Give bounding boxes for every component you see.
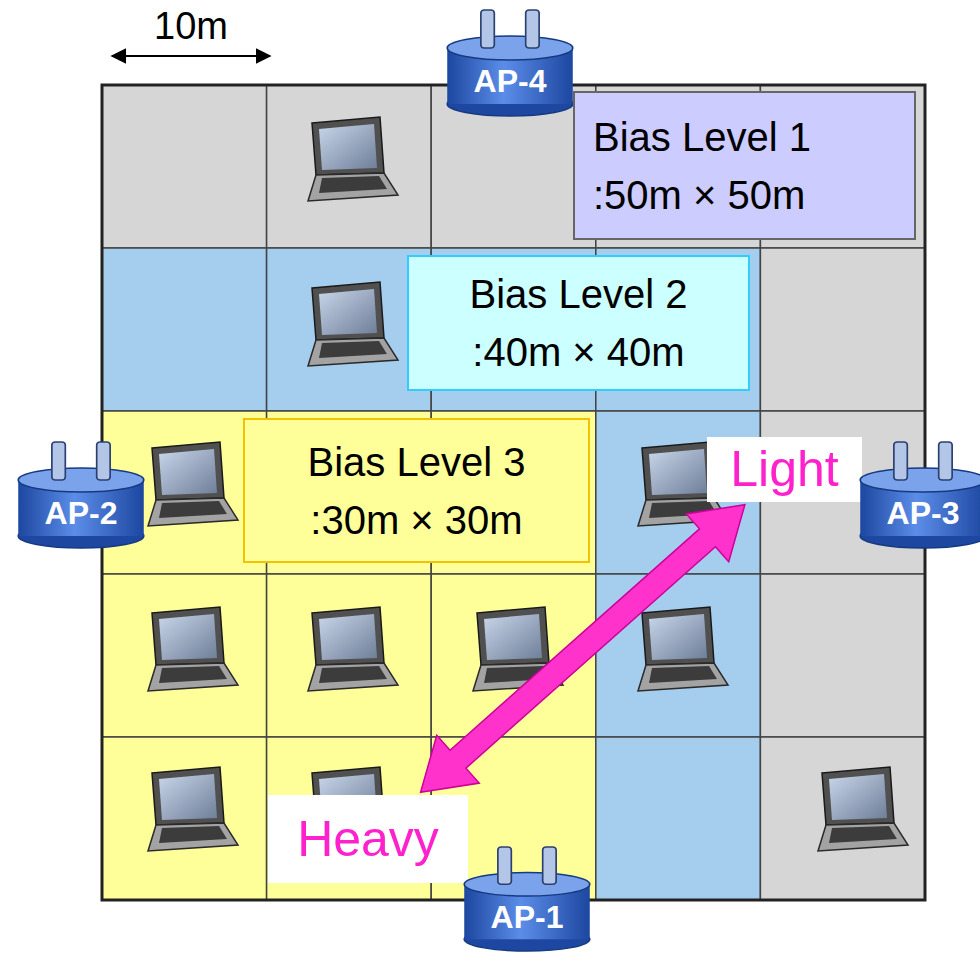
laptop-icon: [148, 442, 238, 526]
grid-cell: [267, 574, 432, 737]
bias-level-text: :50m × 50m: [593, 173, 805, 217]
laptop-keyboard: [319, 176, 387, 193]
bias-level-text: Bias Level 1: [593, 115, 811, 159]
laptop-lid: [477, 607, 549, 665]
antenna: [52, 442, 65, 480]
access-point: AP-3: [858, 440, 980, 552]
antenna: [526, 10, 539, 48]
laptop-screen: [319, 289, 377, 335]
laptop-keyboard: [829, 826, 897, 843]
cylinder-top: [860, 468, 980, 492]
grid-cell: [760, 574, 925, 737]
cylinder-top: [447, 36, 573, 60]
laptop-base: [308, 663, 398, 691]
laptop-screen: [319, 124, 377, 170]
laptop-keyboard: [159, 826, 227, 843]
access-point: AP-4: [445, 8, 575, 120]
laptop-base: [308, 173, 398, 201]
laptop-icon: [148, 607, 238, 691]
grid-cell: [102, 574, 267, 737]
laptop-icon: [308, 117, 398, 201]
grid-border: [102, 85, 925, 900]
cylinder-top: [464, 873, 590, 897]
bias-level-text: :40m × 40m: [472, 330, 684, 374]
laptop-base: [148, 663, 238, 691]
grid-cell: [102, 248, 267, 411]
access-point: AP-2: [16, 440, 146, 552]
laptop-base: [148, 823, 238, 851]
laptop-keyboard: [319, 341, 387, 358]
laptop-base: [148, 498, 238, 526]
grid-cell: [760, 737, 925, 900]
grid-cell: [596, 737, 761, 900]
load-tag: Heavy: [268, 795, 468, 883]
antenna: [481, 10, 494, 48]
laptop-lid: [822, 767, 894, 825]
laptop-lid: [642, 442, 714, 500]
bias-area-box: Bias Level 1 :50m × 50m: [573, 91, 916, 240]
laptop-screen: [319, 614, 377, 660]
bias-area-box: Bias Level 2 :40m × 40m: [407, 255, 750, 391]
antenna: [498, 847, 511, 884]
grid-cell: [102, 85, 267, 248]
load-text: Heavy: [297, 812, 439, 867]
cylinder-top: [18, 468, 144, 492]
grid-cell: [102, 737, 267, 900]
ap-name: AP-1: [462, 900, 592, 935]
antenna: [543, 847, 556, 884]
bias-level-text: Bias Level 3: [308, 440, 526, 484]
antenna: [97, 442, 110, 480]
laptop-icon: [818, 767, 908, 851]
bias-level-text: Bias Level 2: [470, 272, 688, 316]
ap-name: AP-4: [445, 64, 575, 99]
dimension-label: 10m: [150, 6, 232, 48]
laptop-lid: [312, 607, 384, 665]
laptop-lid: [312, 117, 384, 175]
laptop-screen: [829, 774, 887, 820]
load-tag: Light: [707, 437, 862, 502]
grid-cell: [267, 85, 432, 248]
laptop-icon: [308, 607, 398, 691]
laptop-lid: [642, 607, 714, 665]
laptop-keyboard: [159, 666, 227, 683]
laptop-screen: [159, 774, 217, 820]
laptop-icon: [308, 282, 398, 366]
laptop-keyboard: [319, 666, 387, 683]
laptop-screen: [159, 614, 217, 660]
laptop-lid: [152, 767, 224, 825]
laptop-base: [638, 663, 728, 691]
laptop-screen: [649, 614, 707, 660]
load-text: Light: [730, 442, 838, 497]
laptop-base: [818, 823, 908, 851]
laptop-base: [308, 338, 398, 366]
laptop-lid: [152, 607, 224, 665]
laptop-screen: [649, 449, 707, 495]
antenna: [939, 442, 952, 480]
bias-area-box: Bias Level 3 :30m × 30m: [243, 418, 590, 563]
area-grid: [102, 85, 925, 900]
ap-name: AP-3: [858, 496, 980, 531]
ap-name: AP-2: [16, 496, 146, 531]
laptop-icon: [148, 767, 238, 851]
laptop-keyboard: [649, 666, 717, 683]
grid-cell: [431, 85, 596, 248]
laptop-icon: [638, 607, 728, 691]
laptop-screen: [484, 614, 542, 660]
laptop-lid: [312, 282, 384, 340]
access-point: AP-1: [462, 845, 592, 955]
bias-level-text: :30m × 30m: [310, 498, 522, 542]
laptop-screen: [159, 449, 217, 495]
antenna: [894, 442, 907, 480]
grid-cell: [760, 248, 925, 411]
laptop-keyboard: [159, 501, 227, 518]
laptop-lid: [152, 442, 224, 500]
dimension-arrow: [112, 55, 270, 57]
